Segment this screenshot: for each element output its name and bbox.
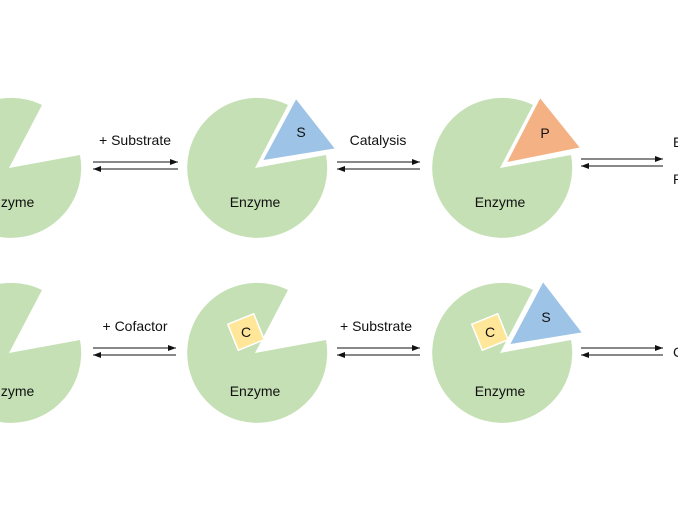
row1-enzyme-1: Enzyme <box>0 97 82 238</box>
row2-step-2-arrows: + Substrate <box>337 318 420 358</box>
cofactor-shape: C <box>226 312 266 352</box>
row2-enzyme-1-label: Enzyme <box>0 383 34 399</box>
row2-enzyme-1: Enzyme <box>0 282 82 423</box>
row1-enzyme-2: Enzyme S <box>187 96 338 238</box>
row2-step-2-label: + Substrate <box>340 318 412 334</box>
row1-step-1-arrows: + Substrate <box>93 132 178 172</box>
row2-enzyme-2-label: Enzyme <box>230 383 281 399</box>
row2-enzyme-2: Enzyme C <box>187 282 328 423</box>
substrate-label: S <box>296 124 305 140</box>
row1-enzyme-3-label: Enzyme <box>475 194 526 210</box>
row2-step-1-label: + Cofactor <box>103 318 168 334</box>
row2-enzyme-3: Enzyme C S <box>432 279 585 423</box>
row2-enzyme-3-label: Enzyme <box>475 383 526 399</box>
substrate-shape: S <box>260 96 338 162</box>
substrate-label-2: S <box>541 309 550 325</box>
row1-right-label-top: E <box>673 134 678 150</box>
row2-step-3-arrows: C <box>581 344 678 360</box>
row1-right-label-bottom: P <box>673 171 678 187</box>
cofactor-label-2: C <box>485 324 495 340</box>
cofactor-label: C <box>241 324 251 340</box>
substrate-shape-2: S <box>507 279 585 346</box>
row2-step-1-arrows: + Cofactor <box>93 318 176 358</box>
product-shape: P <box>504 95 583 165</box>
row1-enzyme-1-label: Enzyme <box>0 194 34 210</box>
product-label: P <box>540 125 549 141</box>
row1-step-3-arrows: E P <box>581 134 678 187</box>
row2-right-label: C <box>673 344 678 360</box>
row1-step-1-label: + Substrate <box>99 132 171 148</box>
row1-enzyme-2-label: Enzyme <box>230 194 281 210</box>
cofactor-shape-2: C <box>470 312 510 352</box>
row1-enzyme-3: Enzyme P <box>432 95 583 238</box>
row1-step-2-label: Catalysis <box>350 132 407 148</box>
row1-step-2-arrows: Catalysis <box>337 132 420 172</box>
